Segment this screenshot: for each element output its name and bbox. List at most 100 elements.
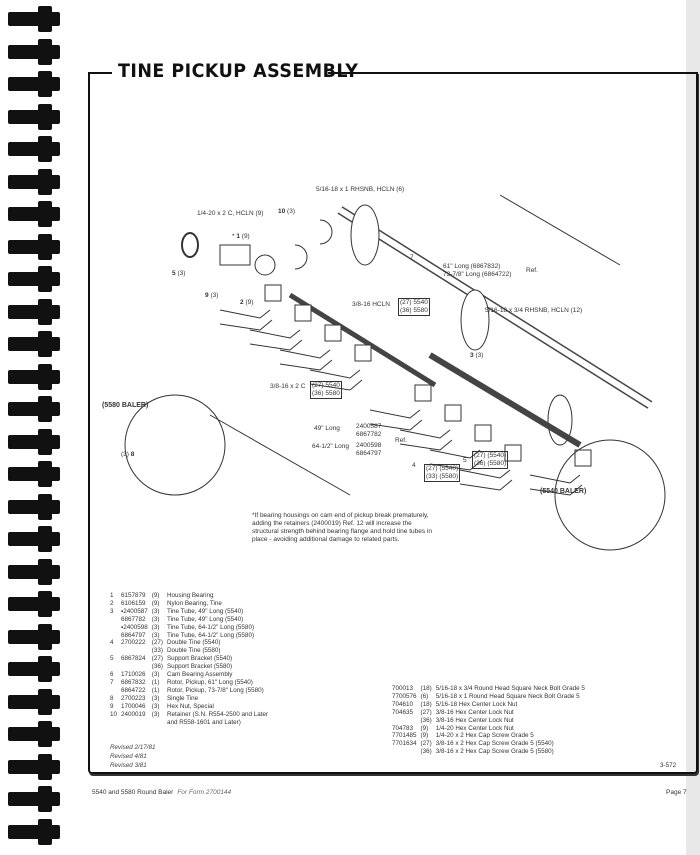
manual-title: 5540 and 5580 Round Baler: [92, 789, 174, 796]
ref-label: Ref.: [395, 437, 407, 444]
parts-cell: (27): [420, 708, 432, 716]
tine-icon: [399, 429, 453, 451]
binding-ring: [8, 688, 60, 715]
binding-ring: [8, 363, 60, 390]
parts-cell: 704635: [392, 708, 414, 716]
parts-cell: (27): [151, 655, 163, 663]
binding-ring: [8, 331, 60, 357]
parts-row: 704610(18)5/16-18 Hex Center Lock Nut: [392, 701, 589, 709]
parts-cell: 5: [110, 655, 114, 663]
callout-10: 10 (3): [278, 208, 295, 215]
parts-cell: (27): [151, 639, 163, 647]
parts-cell: Rotor, Pickup, 61" Long (5540): [166, 678, 253, 686]
parts-cell: (3): [151, 710, 160, 718]
parts-cell: (3): [151, 607, 160, 615]
callout-number: 5: [172, 270, 176, 277]
tine-qty-box: (27) (5540)(33) (5580): [424, 464, 461, 482]
parts-cell: 10: [110, 710, 118, 718]
parts-cell: 6867782: [121, 615, 146, 623]
binding-ring: [8, 753, 60, 780]
parts-cell: 704783: [392, 724, 414, 732]
parts-row: (36)3/8-16 x 2 Hex Cap Screw Grade 5 (55…: [392, 748, 589, 756]
parts-row: 7700576(6)5/16-18 x 1 Round Head Square …: [392, 693, 589, 701]
callout-number: 8: [130, 451, 135, 458]
parts-cell: 8: [110, 694, 114, 702]
part-number: 6867782: [356, 431, 382, 438]
bracket-icon: [264, 284, 282, 302]
binding-ring: [8, 298, 60, 325]
nut-qty-box: (27) 5540(36) 5580: [398, 298, 430, 316]
parts-cell: 7700576: [392, 692, 417, 700]
parts-row: (36)3/8-16 Hex Center Lock Nut: [392, 717, 589, 725]
callout-number: 3: [470, 352, 474, 359]
parts-cell: Double Tine (5540): [166, 639, 221, 647]
parts-cell: 2400019: [121, 710, 146, 718]
callout-number: 1: [236, 233, 240, 240]
parts-cell: 6867824: [121, 655, 146, 663]
parts-cell: and R558-1601 and Later): [166, 718, 241, 726]
revision: Revised 3/81: [110, 762, 147, 769]
parts-cell: (18): [420, 685, 432, 692]
parts-row: 6864797(3)Tine Tube, 64-1/2" Long (5580): [110, 632, 272, 640]
callout-1: * 1 (9): [232, 233, 250, 240]
binding-ring: [8, 721, 60, 747]
title-rule-right: [328, 72, 696, 74]
callout-4: 4: [412, 462, 416, 469]
binding-ring: [8, 136, 60, 162]
qty-5540: (27) 5540: [312, 382, 340, 389]
qty-5580: (36) (5580): [474, 460, 507, 467]
form-number: For Form 2700144: [177, 789, 232, 796]
parts-cell: Tine Tube, 49" Long (5540): [166, 607, 244, 615]
callout-number: 2: [240, 299, 244, 306]
parts-cell: 9: [110, 702, 114, 710]
parts-row: (33)Double Tine (5580): [110, 647, 272, 655]
parts-cell: 6867832: [121, 678, 146, 686]
parts-cell: 5/16-18 x 3/4 Round Head Square Neck Bol…: [435, 685, 585, 692]
parts-row: 7701485(9)1/4-20 x 2 Hex Cap Screw Grade…: [392, 732, 589, 740]
parts-cell: (3): [151, 631, 160, 639]
parts-cell: (9): [151, 599, 160, 607]
parts-row: (36)Support Bracket (5580): [110, 663, 272, 671]
bracket-icon: [574, 449, 592, 467]
qty-5540: (27) (5540): [474, 452, 507, 459]
parts-cell: Tine Tube, 64-1/2" Long (5580): [166, 631, 255, 639]
parts-cell: 3/8-16 x 2 Hex Cap Screw Grade 5 (5580): [435, 748, 554, 756]
baler-5580-label: (5580 BALER): [102, 402, 149, 409]
binding-ring: [8, 428, 60, 455]
binding-ring: [8, 818, 60, 845]
page-number: Page 7: [666, 789, 687, 796]
callout-5b: 5: [463, 457, 467, 464]
callout-number: 9: [205, 292, 209, 299]
parts-cell: 6106159: [121, 599, 146, 607]
binding-ring: [8, 493, 60, 520]
callout-number: 10: [278, 208, 286, 215]
parts-cell: (3): [151, 694, 160, 702]
parts-cell: 3/8-16 Hex Center Lock Nut: [435, 716, 514, 724]
tine-icon: [459, 469, 513, 491]
quantity: (3): [475, 352, 484, 359]
nut-label: 3/8-16 HCLN: [352, 301, 390, 308]
parts-cell: 1: [110, 592, 114, 599]
part-number: 6864797: [356, 450, 382, 457]
parts-cell: (27): [420, 740, 432, 748]
parts-cell: 6864722: [121, 686, 146, 694]
ref-label: Ref.: [526, 267, 538, 274]
parts-cell: [152, 719, 167, 727]
parts-row: 3 ▪2400587(3) Tine Tube, 49" Long (5540): [110, 608, 272, 616]
callout-7: 7: [410, 254, 414, 261]
parts-cell: 1700046: [121, 702, 146, 710]
parts-row: ▪2400598(3)Tine Tube, 64-1/2" Long (5580…: [110, 624, 272, 632]
parts-cell: Hex Nut, Special: [166, 702, 214, 710]
parts-cell: 2700222: [121, 639, 146, 647]
callout-5: 5 (3): [172, 270, 185, 277]
parts-cell: [110, 719, 121, 727]
parts-cell: ▪2400587: [121, 607, 148, 615]
binding-ring: [8, 168, 60, 195]
binding-ring: [8, 266, 60, 292]
bracket-icon: [414, 384, 432, 402]
parts-row: and R558-1601 and Later): [110, 719, 272, 727]
parts-cell: 3: [110, 607, 114, 615]
